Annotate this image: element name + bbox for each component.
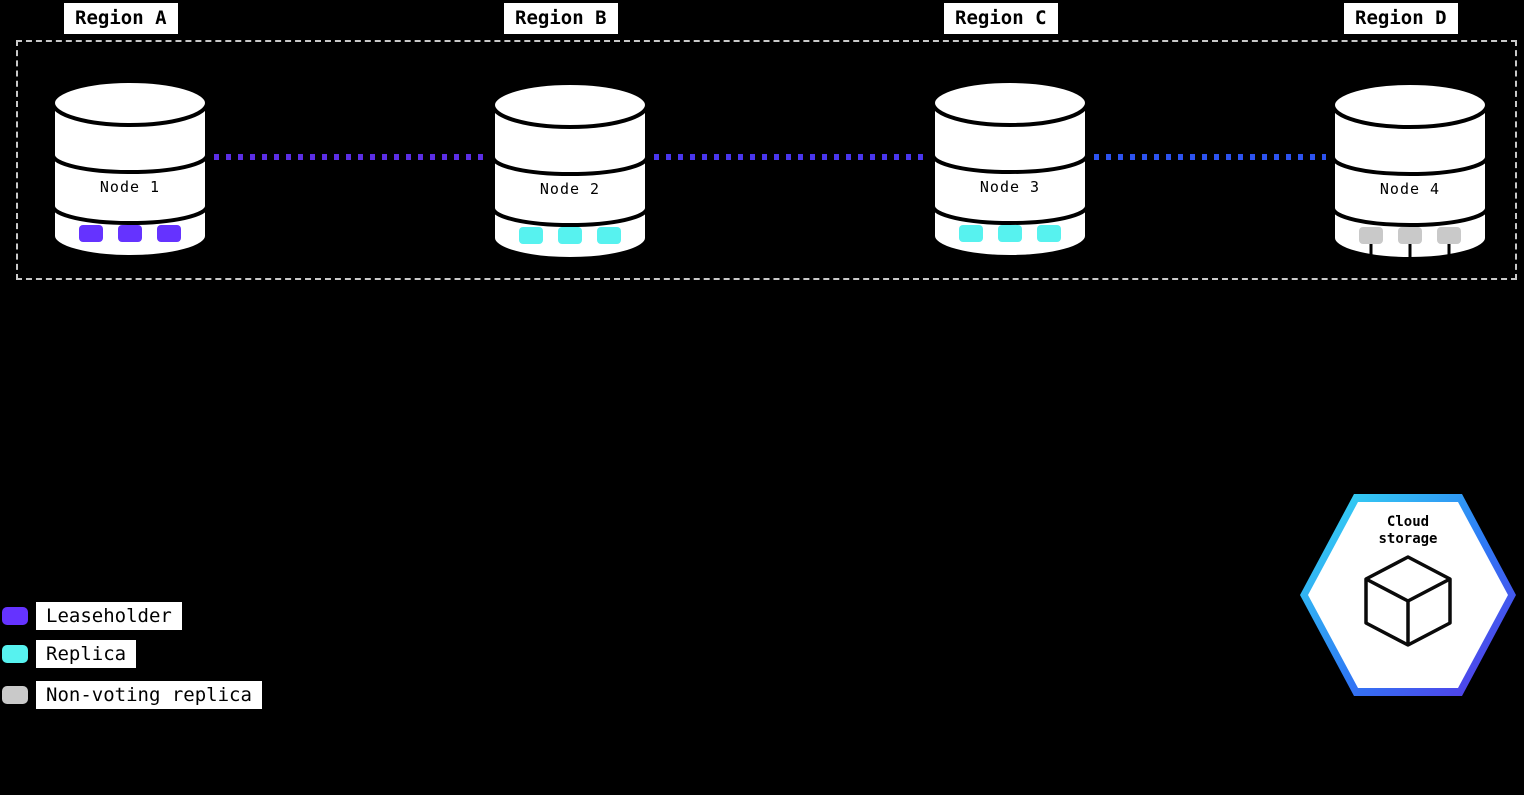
cloud-storage-label: Cloud storage — [1378, 514, 1438, 547]
region-label-b: Region B — [504, 3, 618, 34]
leaseholder-marker — [79, 225, 103, 242]
replica-marker — [597, 227, 621, 244]
legend-item-replica: Replica — [2, 640, 137, 668]
replica-marker — [1037, 225, 1061, 242]
non-voting-replica-marker — [1437, 227, 1461, 244]
node-label: Node 1 — [99, 178, 161, 196]
database-node-3: Node 3 — [930, 76, 1090, 266]
legend-item-non-voting-replica: Non-voting replica — [2, 681, 262, 709]
database-cylinder-icon — [1331, 81, 1489, 266]
node-label: Node 4 — [1379, 180, 1441, 198]
regions-boundary-box — [16, 40, 1517, 280]
node-label: Node 3 — [979, 178, 1041, 196]
cube-icon — [1364, 555, 1452, 647]
database-cylinder-icon — [51, 79, 209, 259]
region-label-d: Region D — [1344, 3, 1458, 34]
non-voting-replica-marker — [1359, 227, 1383, 244]
replica-swatch — [2, 645, 28, 663]
replica-marker — [959, 225, 983, 242]
leaseholder-marker — [118, 225, 142, 242]
region-label-c: Region C — [944, 3, 1058, 34]
legend-item-leaseholder: Leaseholder — [2, 602, 182, 630]
database-node-2: Node 2 — [490, 78, 650, 268]
leaseholder-marker — [157, 225, 181, 242]
cloud-storage-body: Cloud storage — [1308, 502, 1508, 688]
connector-line-2 — [654, 146, 926, 160]
legend-label: Non-voting replica — [36, 681, 262, 709]
replica-marker — [998, 225, 1022, 242]
legend-label: Leaseholder — [36, 602, 182, 630]
connector-line-1 — [214, 146, 486, 160]
connector-line-3 — [1094, 146, 1326, 160]
cloud-storage-hexagon: Cloud storage — [1300, 494, 1516, 696]
database-cylinder-icon — [931, 79, 1089, 259]
non-voting-replica-marker — [1398, 227, 1422, 244]
non-voting-replica-swatch — [2, 686, 28, 704]
database-cylinder-icon — [491, 81, 649, 261]
node-label: Node 2 — [539, 180, 601, 198]
leaseholder-swatch — [2, 607, 28, 625]
replica-marker — [519, 227, 543, 244]
legend-label: Replica — [36, 640, 137, 668]
database-node-1: Node 1 — [50, 76, 210, 266]
replica-marker — [558, 227, 582, 244]
database-node-4: Node 4 — [1330, 78, 1490, 268]
region-label-a: Region A — [64, 3, 178, 34]
